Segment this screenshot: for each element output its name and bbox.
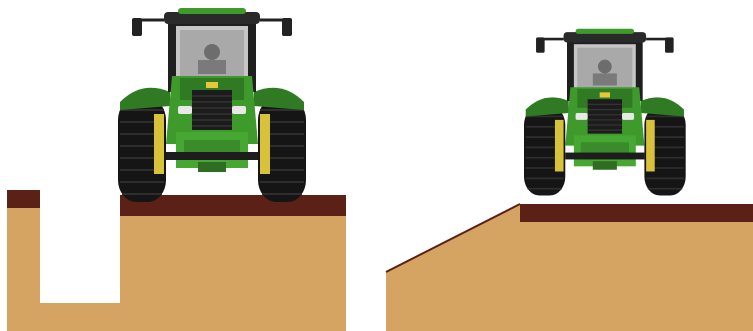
topsoil-left-lip — [7, 190, 40, 208]
tractor-icon — [118, 8, 306, 202]
panel-trench — [7, 8, 346, 331]
tractor-icon — [524, 29, 686, 196]
topsoil-plateau — [520, 204, 753, 222]
soil-left — [7, 208, 346, 331]
panel-slope — [386, 29, 753, 331]
soil-right — [386, 204, 753, 331]
